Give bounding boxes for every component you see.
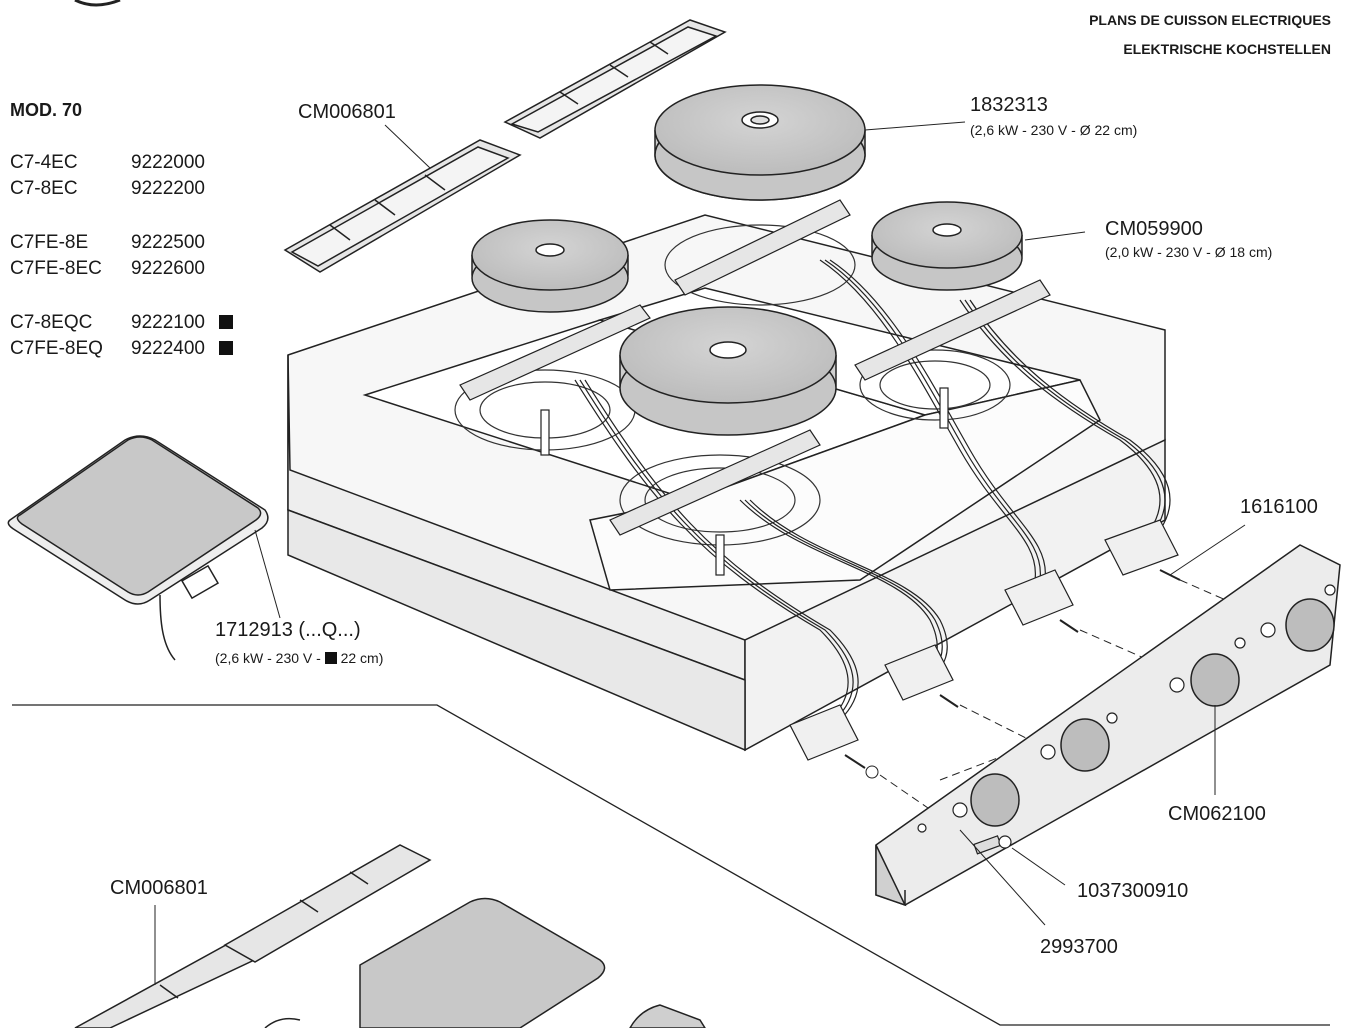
indicator-lamp xyxy=(973,835,1012,855)
hotplate-right xyxy=(871,201,1023,291)
leader-lines xyxy=(864,121,1246,926)
square-hotplate-lower xyxy=(264,897,706,1028)
header-title-de: ELEKTRISCHE KOCHSTELLEN xyxy=(1123,41,1331,57)
washer xyxy=(865,765,879,779)
square-marker-icon xyxy=(218,315,233,329)
hotplate-left xyxy=(471,219,629,313)
hotplate-front xyxy=(619,306,837,436)
fixing-studs xyxy=(540,387,949,576)
trim-strip-top xyxy=(283,19,727,273)
square-marker-icon xyxy=(218,341,233,355)
control-knobs xyxy=(970,598,1335,827)
spec-plate-large: (2,6 kW - 230 V - Ø 22 cm) xyxy=(970,122,1138,138)
label-plate-small: CM059900 xyxy=(1105,218,1203,240)
spec-plate-small: (2,0 kW - 230 V - Ø 18 cm) xyxy=(1105,244,1273,260)
logo-fragment xyxy=(74,0,121,7)
wiring xyxy=(574,259,1171,721)
header-title-fr: PLANS DE CUISSON ELECTRIQUES xyxy=(1089,12,1331,28)
trim-strip-bottom xyxy=(74,844,432,1028)
square-marker-icon xyxy=(324,652,337,664)
knob-rings xyxy=(917,584,1336,833)
label-bezel: 2993700 xyxy=(1040,936,1118,958)
spec-plate-square: (2,6 kW - 230 V - 22 cm) xyxy=(215,650,384,666)
hotplate-large-top xyxy=(654,84,866,201)
label-plate-square: 1712913 (...Q...) xyxy=(215,619,361,641)
square-hotplate xyxy=(7,435,269,661)
plate-brackets xyxy=(459,199,1051,536)
label-switch: 1616100 xyxy=(1240,496,1318,518)
label-lamp: 1037300910 xyxy=(1077,880,1189,902)
model-title: MOD. 70 xyxy=(10,100,83,120)
label-knob: CM062100 xyxy=(1168,803,1266,825)
label-plate-large: 1832313 xyxy=(970,94,1048,116)
label-trim-bottom: CM006801 xyxy=(110,877,208,899)
section-divider xyxy=(12,704,1330,1026)
label-trim-top: CM006801 xyxy=(298,101,396,123)
regulator-switches xyxy=(789,519,1179,761)
